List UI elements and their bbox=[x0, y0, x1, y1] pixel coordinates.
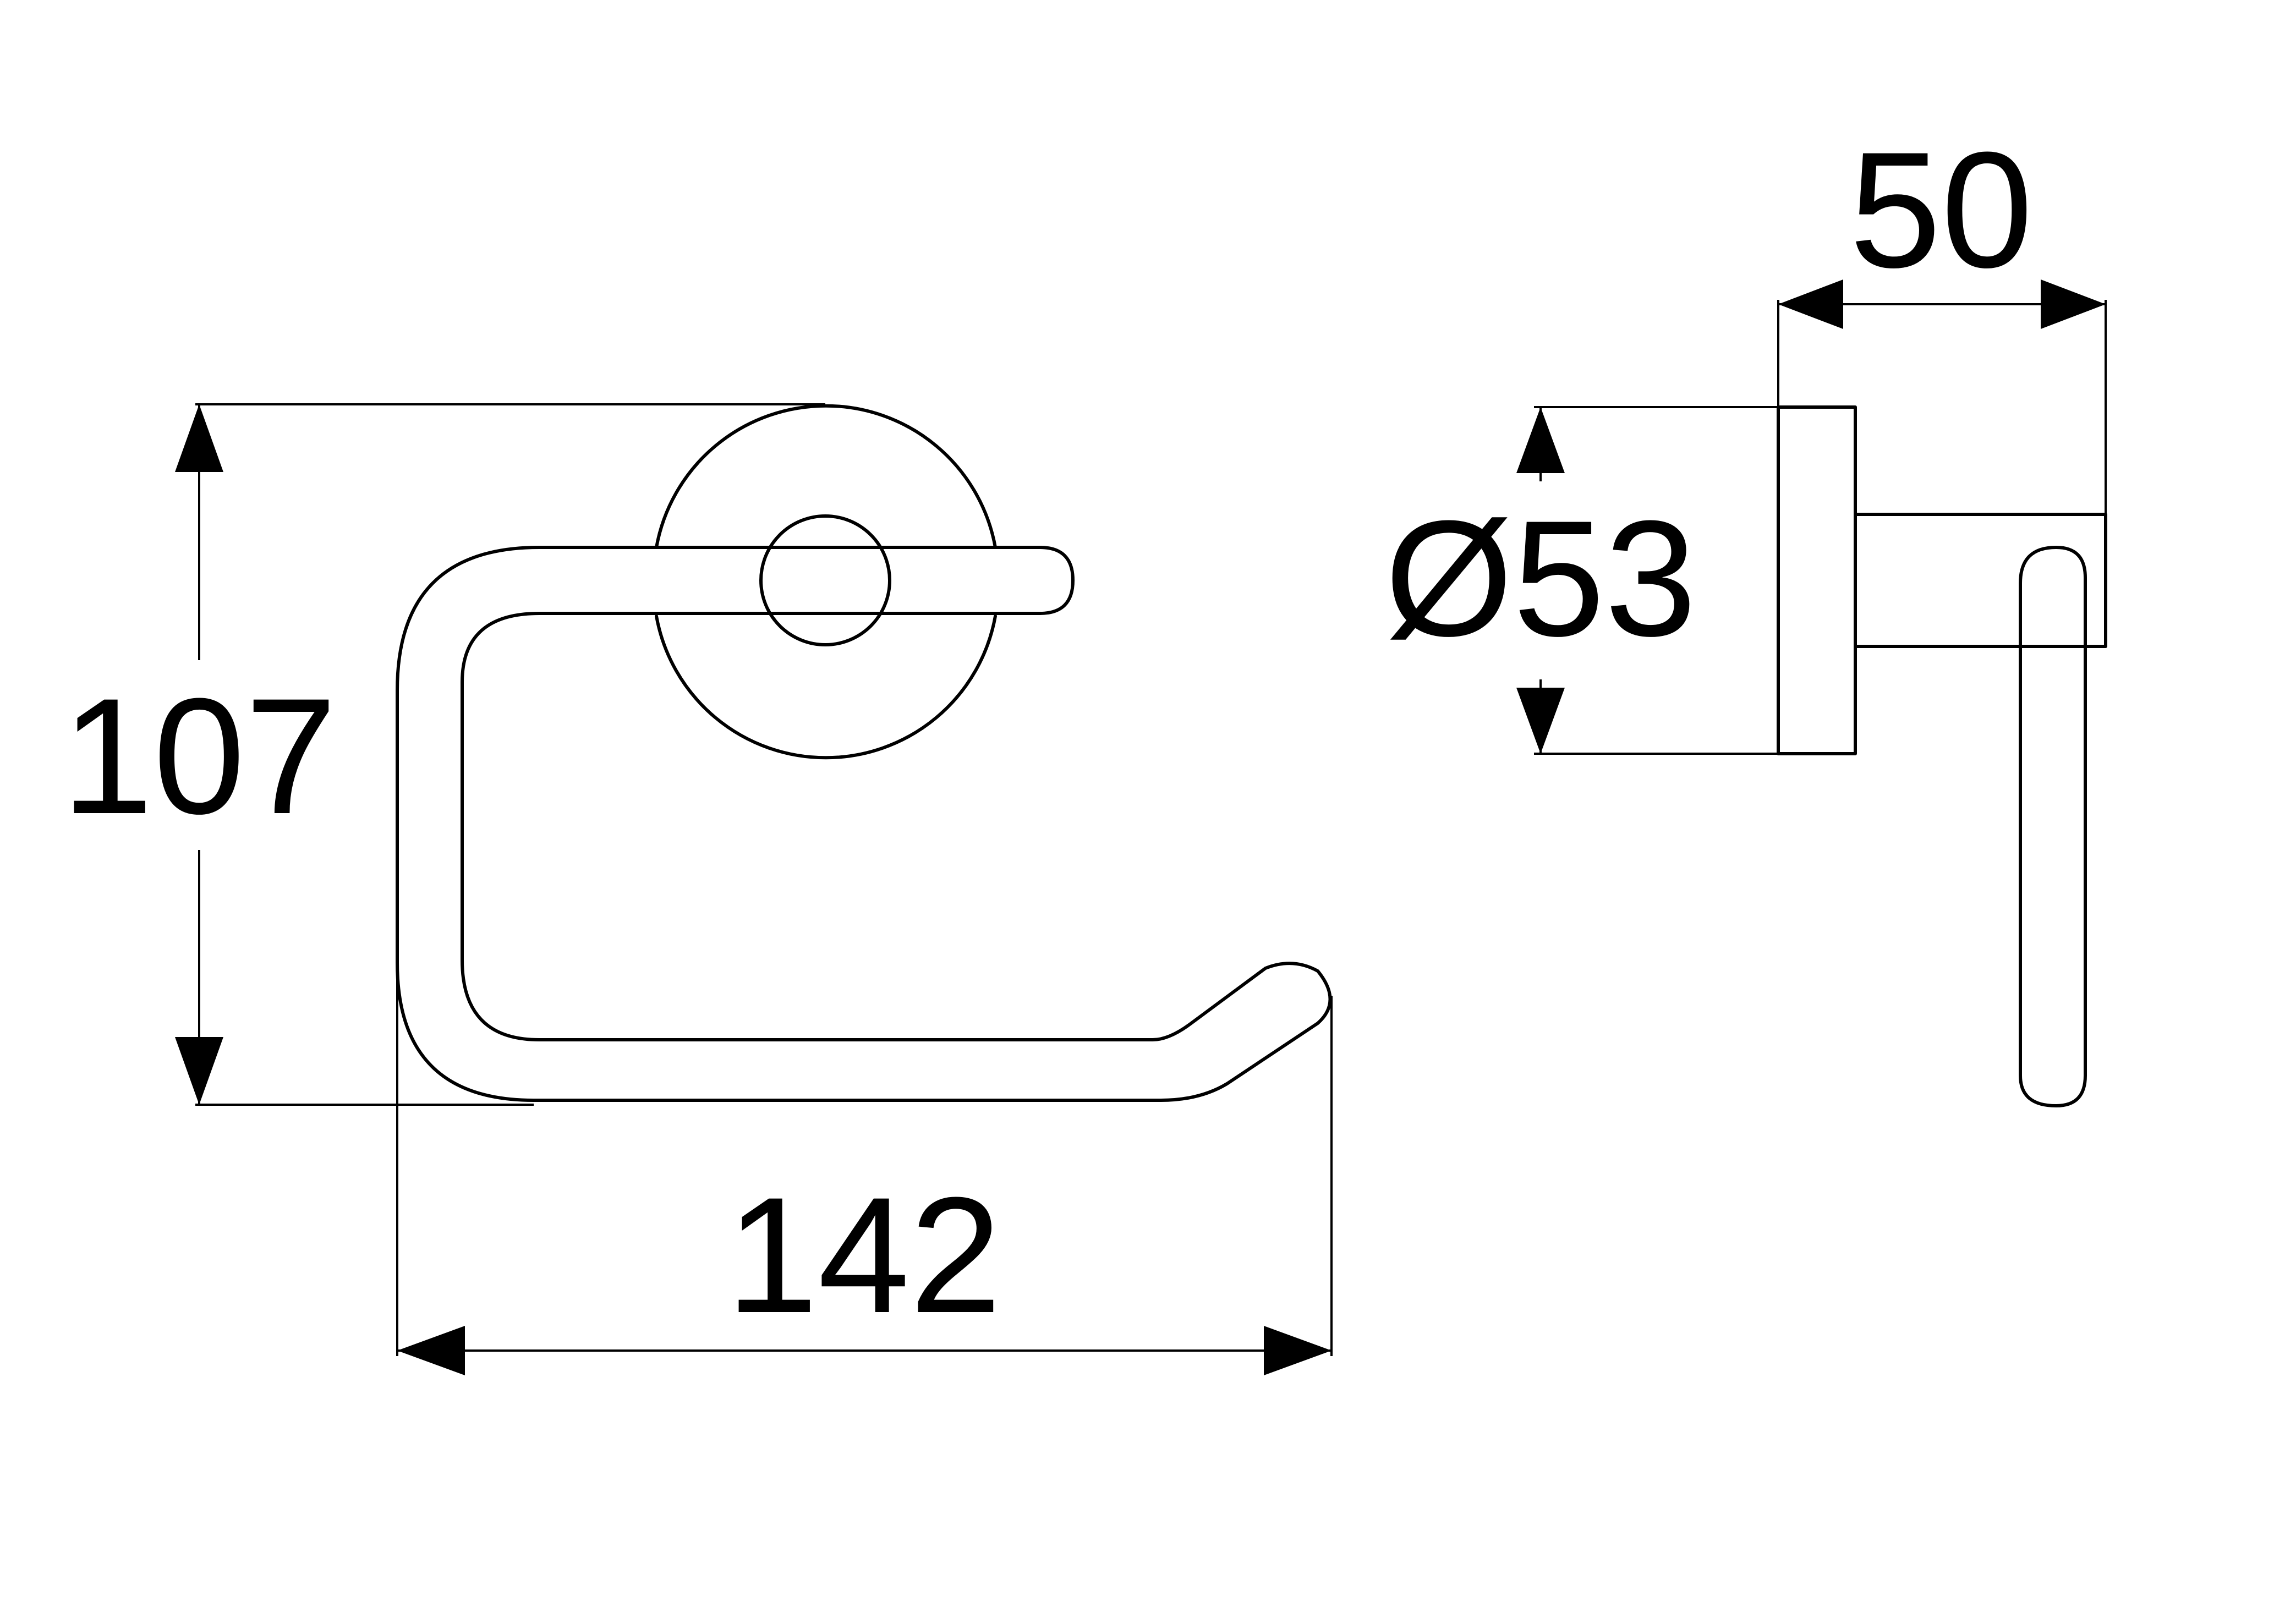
depth-dimension: 50 bbox=[1777, 117, 2107, 646]
side-view bbox=[1777, 405, 2107, 1107]
height-label: 107 bbox=[62, 663, 337, 848]
diameter-arrow-bottom bbox=[1516, 688, 1565, 754]
width-label: 142 bbox=[726, 1162, 1002, 1347]
side-arm bbox=[1854, 513, 2107, 648]
diameter-dimension: Ø53 bbox=[1384, 406, 1778, 755]
rosette-upper-arc bbox=[655, 404, 997, 549]
height-arrow-top bbox=[175, 404, 223, 472]
depth-label: 50 bbox=[1849, 117, 2033, 302]
height-dimension: 107 bbox=[62, 403, 825, 1106]
side-rosette bbox=[1777, 405, 1857, 755]
diameter-arrow-top bbox=[1516, 407, 1565, 473]
side-bar bbox=[2019, 546, 2087, 1107]
diameter-label: Ø53 bbox=[1384, 486, 1696, 671]
width-arrow-right bbox=[1264, 1326, 1331, 1375]
front-view bbox=[396, 404, 1332, 1102]
width-dimension: 142 bbox=[396, 968, 1333, 1375]
depth-arrow-right bbox=[2041, 279, 2106, 329]
width-arrow-left bbox=[397, 1326, 465, 1375]
center-hub bbox=[759, 514, 891, 646]
rosette-lower-arc bbox=[655, 615, 997, 760]
depth-arrow-left bbox=[1778, 279, 1843, 329]
height-arrow-bottom bbox=[175, 1037, 223, 1105]
